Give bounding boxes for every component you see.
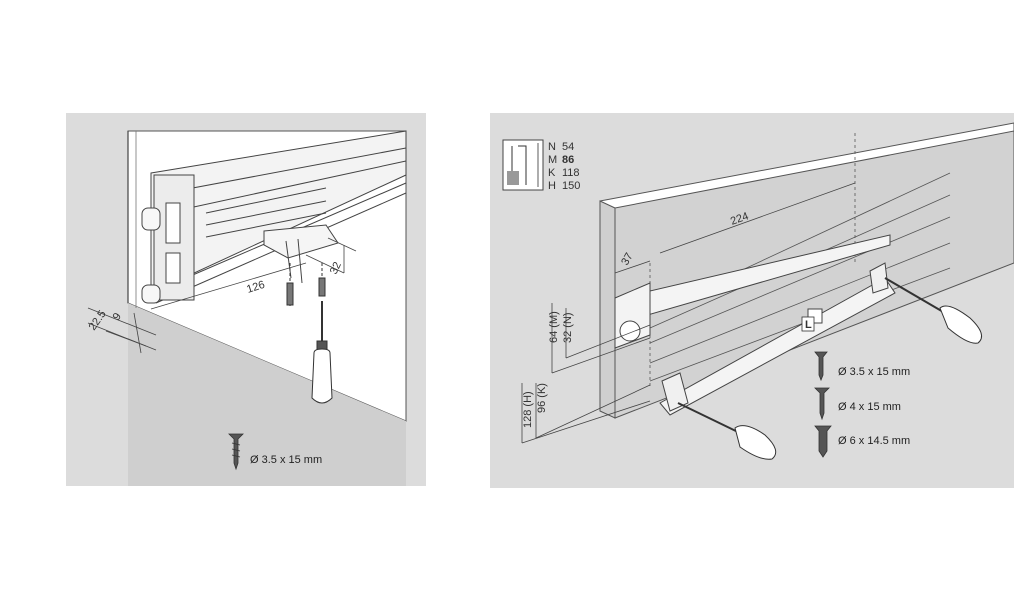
dim-37-label: 37 xyxy=(619,251,636,268)
size-k-code: K xyxy=(548,167,556,179)
screwdriver-upper xyxy=(884,277,983,344)
dim-126-label: 126 xyxy=(245,279,266,296)
runner-bolts xyxy=(141,207,161,304)
dim-126-line xyxy=(150,262,307,310)
screw-spec-6: Ø 6 x 14.5 mm xyxy=(838,435,910,447)
size-n-code: N xyxy=(548,141,556,153)
size-k-value: 118 xyxy=(562,167,580,179)
left-screw-spec: Ø 3.5 x 15 mm xyxy=(250,454,322,466)
dim-64m-label: 64 (M) xyxy=(548,311,560,343)
dim-128h-label: 128 (H) xyxy=(522,391,534,428)
left-installation-diagram: 32 126 9 22.5 Ø 3.5 x 15 mm xyxy=(66,113,426,486)
screw-6-icon xyxy=(814,425,832,458)
dim-32n-label: 32 (N) xyxy=(562,312,574,343)
slide-marker-box xyxy=(801,316,815,332)
left-screws xyxy=(286,263,326,308)
dim-9-label: 9 xyxy=(111,311,124,323)
slide-runner xyxy=(619,234,896,416)
size-table-icon xyxy=(502,139,544,191)
dim-9-22-lines xyxy=(87,307,157,354)
left-diagram-drawing: 32 126 9 22.5 Ø 3.5 x 15 mm xyxy=(87,130,407,486)
dim-224-label: 224 xyxy=(729,210,750,228)
rear-bracket-right xyxy=(661,262,889,412)
screw-4-icon xyxy=(814,387,830,421)
front-bracket xyxy=(153,174,195,301)
rear-bracket xyxy=(263,224,339,284)
front-bracket-right xyxy=(614,282,651,349)
right-diagram-drawing: N 54 M 86 K 118 H 150 xyxy=(502,122,1014,460)
dim-22-5-label: 22.5 xyxy=(87,308,109,332)
screw-spec-3-5: Ø 3.5 x 15 mm xyxy=(838,366,910,378)
size-n-value: 54 xyxy=(562,141,574,153)
size-h-code: H xyxy=(548,180,556,192)
size-h-value: 150 xyxy=(562,180,580,192)
cabinet-floor xyxy=(128,303,406,486)
slide-marker-label: L xyxy=(805,319,812,331)
screwdriver xyxy=(311,301,333,404)
dim-224-line xyxy=(659,182,856,254)
size-m-code: M xyxy=(548,154,557,166)
dim-32-label: 32 xyxy=(328,260,344,276)
screw-spec-4: Ø 4 x 15 mm xyxy=(838,401,901,413)
vertical-dim-lines xyxy=(521,303,651,444)
right-installation-diagram: N 54 M 86 K 118 H 150 xyxy=(490,113,1014,488)
dim-96k-label: 96 (K) xyxy=(536,383,548,413)
screw-3-5-icon xyxy=(814,351,828,382)
dim-37-line xyxy=(614,260,651,274)
size-m-value: 86 xyxy=(562,154,574,166)
screw-icon xyxy=(228,433,244,471)
dim-32 xyxy=(305,237,357,274)
cabinet-side-panel xyxy=(599,122,1014,419)
screwdriver-lower xyxy=(677,402,777,460)
